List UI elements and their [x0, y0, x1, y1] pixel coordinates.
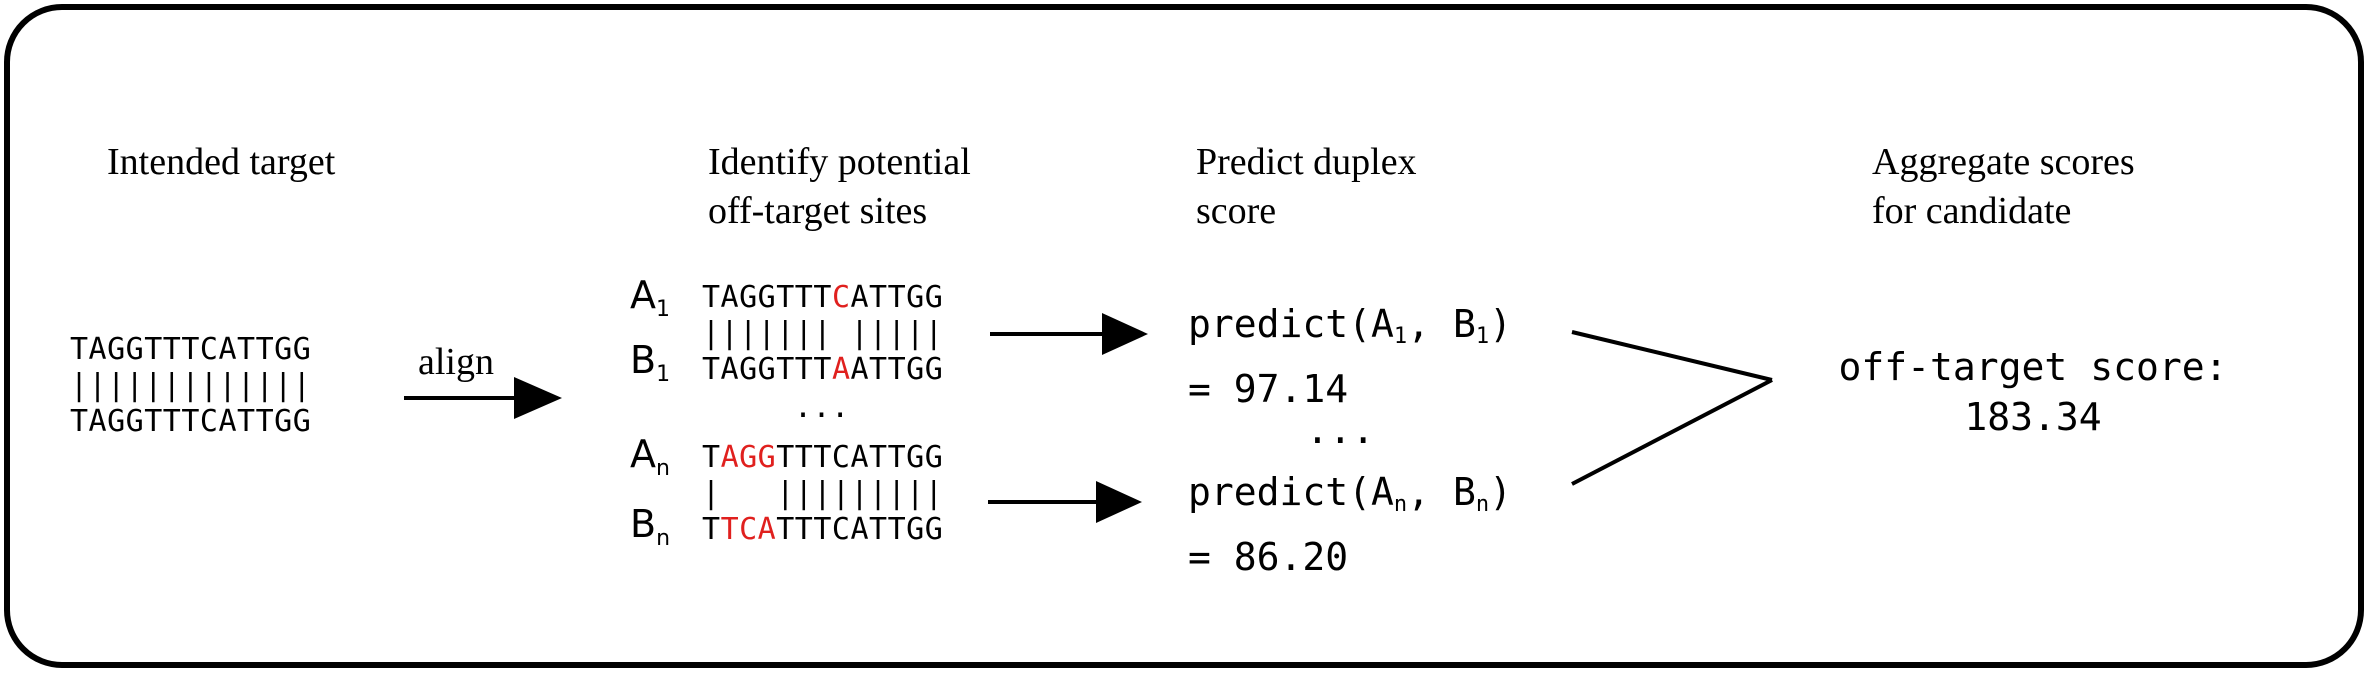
aggregate-label: off-target score:: [1838, 345, 2228, 389]
sites-ellipsis: ...: [794, 390, 850, 425]
intended-bonds: |||||||||||||: [70, 368, 312, 403]
siten-bottom-mismatch: TCA: [720, 512, 777, 547]
site1-bonds: ||||||| |||||: [702, 316, 944, 351]
site1-label-a: A1: [630, 273, 670, 322]
predict1-arrow: [990, 313, 1148, 355]
predictn-result: = 86.20: [1188, 535, 1349, 579]
site1-label-b: B1: [630, 338, 671, 387]
aggregate-connector-top: [1571, 330, 1773, 382]
predict1-call: predict(A1, B1): [1188, 302, 1512, 349]
siten-duplex: TAGGTTTCATTGG| |||||||||TTCATTTCATTGG: [702, 440, 943, 548]
predict-ellipsis: ...: [1306, 408, 1375, 452]
predictn-block: predict(An, Bn) = 86.20: [1188, 466, 1512, 583]
align-arrow: [404, 377, 562, 419]
siten-top-strand: TAGGTTTCATTGG: [702, 440, 944, 475]
predictn-call: predict(An, Bn): [1188, 470, 1512, 517]
aggregate-value: 183.34: [1964, 395, 2102, 439]
siten-label-b: Bn: [630, 502, 671, 551]
aggregate-score-block: off-target score: 183.34: [1818, 342, 2248, 442]
site1-bottom-mismatch: A: [831, 352, 851, 387]
siten-bonds: | |||||||||: [702, 476, 944, 511]
site1-duplex: TAGGTTTCATTGG||||||| |||||TAGGTTTAATTGG: [702, 280, 943, 388]
siten-label-a: An: [630, 432, 670, 481]
intended-top-strand: TAGGTTTCATTGG: [70, 332, 312, 367]
intended-target-duplex: TAGGTTTCATTGG|||||||||||||TAGGTTTCATTGG: [70, 332, 311, 440]
siten-bottom-strand: TTCATTTCATTGG: [702, 512, 944, 547]
predict1-result: = 97.14: [1188, 367, 1349, 411]
site1-top-mismatch: C: [831, 280, 851, 315]
intended-bottom-strand: TAGGTTTCATTGG: [70, 404, 312, 439]
align-label: align: [418, 341, 494, 383]
aggregate-connector-bottom: [1571, 378, 1773, 486]
predictn-arrow: [988, 481, 1142, 523]
predict1-block: predict(A1, B1) = 97.14: [1188, 298, 1512, 415]
diagram-frame: [4, 4, 2364, 668]
site1-bottom-strand: TAGGTTTAATTGG: [702, 352, 944, 387]
header-intended-target: Intended target: [107, 141, 336, 183]
site1-top-strand: TAGGTTTCATTGG: [702, 280, 944, 315]
siten-top-mismatch: AGG: [720, 440, 777, 475]
